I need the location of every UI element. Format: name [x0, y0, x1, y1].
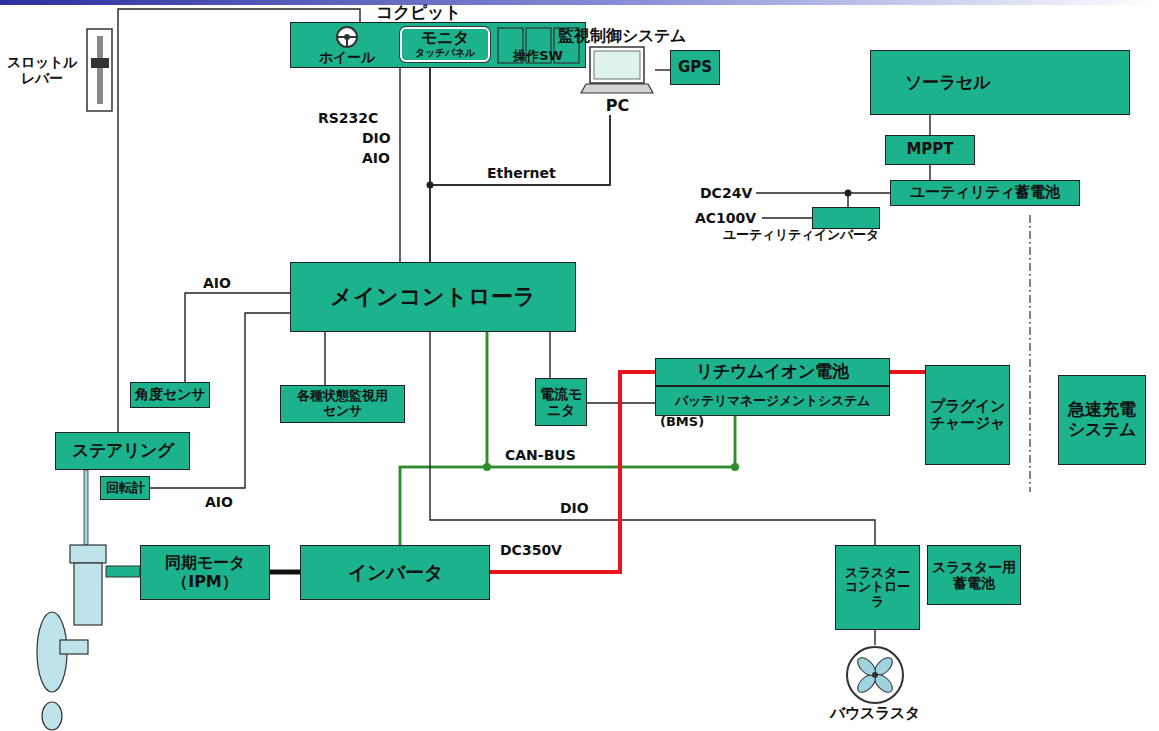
rudder-shaft — [84, 470, 88, 545]
node-text: 操作SW — [513, 49, 563, 64]
node-text: バッテリマネージメントシステム — [675, 394, 870, 409]
node-text: ユーティリティ蓄電池 — [910, 184, 1060, 201]
node-text: 回転計 — [106, 481, 145, 496]
node-text: タッチパネル — [415, 47, 475, 59]
wheel-icon: ホイール — [300, 25, 395, 66]
pod-head — [70, 545, 106, 563]
thruster-controller: スラスターコントローラ — [835, 545, 920, 630]
can-bus-line — [400, 416, 735, 545]
node-text: MPPT — [906, 141, 953, 158]
bus-name: CAN-BUS — [505, 447, 576, 463]
signal-line — [655, 69, 670, 70]
signal-line — [549, 332, 550, 378]
node-text: 電流モニタ — [540, 386, 582, 418]
voltage-label: DC350V — [500, 542, 562, 558]
bus-name: Ethernet — [487, 165, 556, 181]
boundary-line — [1029, 215, 1030, 492]
signal-name: AIO — [362, 150, 390, 166]
power-line — [929, 115, 930, 135]
signal-name: AIO — [203, 275, 231, 291]
signal-name: RS232C — [318, 110, 378, 126]
node-text: ステアリング — [72, 441, 174, 461]
propeller-hub — [60, 640, 88, 654]
node-text: メインコントローラ — [330, 284, 536, 309]
main-controller: メインコントローラ — [290, 262, 576, 332]
node-heading: コクピット — [376, 3, 461, 23]
pod-body — [74, 563, 102, 625]
signal-line — [185, 293, 290, 382]
status-sensor: 各種状態監視用センサ — [280, 385, 405, 423]
node-text: スラスター用蓄電池 — [932, 559, 1016, 591]
drive-shaft — [106, 566, 140, 577]
propeller-blade — [42, 702, 62, 730]
node-text: 急速充電システム — [1068, 400, 1136, 439]
node-text: 角度センサ — [135, 387, 205, 403]
node-text: ホイール — [319, 49, 375, 65]
node-text: リチウムイオン電池 — [696, 362, 849, 382]
node-text: インバータ — [348, 562, 443, 584]
gps-box: GPS — [670, 50, 720, 85]
node-heading: 監視制御システム — [558, 27, 686, 45]
plugin-charger: プラグインチャージャ — [925, 365, 1010, 465]
mppt-box: MPPT — [885, 135, 975, 165]
pc-laptop: PC監視制御システム — [580, 45, 655, 115]
signal-name: DIO — [560, 500, 589, 516]
voltage-label: DC24V — [700, 185, 752, 201]
sync-motor: 同期モータ （IPM） — [140, 545, 270, 600]
node-text: 同期モータ （IPM） — [161, 554, 249, 591]
power-line — [848, 193, 890, 207]
node-text: 各種状態監視用センサ — [297, 389, 388, 419]
node-text: PC — [606, 97, 629, 115]
dio-line — [430, 332, 875, 545]
node-text: GPS — [678, 59, 712, 76]
can-bus-line — [400, 332, 487, 545]
node-heading: (BMS) — [660, 415, 704, 430]
monitor-box: モニタタッチパネル — [400, 27, 490, 62]
steering-link — [118, 9, 360, 432]
dc-power-line — [890, 370, 925, 374]
node-heading: バウスラスタ — [830, 705, 920, 722]
dc-power-line — [490, 372, 655, 572]
signal-name: AIO — [205, 494, 233, 510]
inverter-box: インバータ — [300, 545, 490, 600]
thruster-battery: スラスター用蓄電池 — [927, 545, 1021, 605]
signal-line — [324, 332, 325, 385]
node-heading: ユーティリティインバータ — [723, 228, 879, 243]
cockpit-box: コクピットホイールモニタタッチパネル操作SW — [290, 22, 586, 68]
header-bar — [0, 0, 1159, 5]
signal-line — [399, 68, 400, 262]
bow-thruster-icon — [845, 645, 905, 705]
signal-line — [874, 630, 875, 645]
propeller-unit — [37, 470, 140, 730]
ethernet-line — [430, 62, 610, 186]
node-text: スラスターコントローラ — [840, 566, 915, 609]
node-text: ソーラセル — [905, 73, 990, 93]
node-text: モニタ — [421, 29, 469, 47]
node-text: スロットル レバー — [6, 54, 79, 86]
ac100v-wire — [762, 217, 812, 218]
solar-cell-box: ソーラセル — [870, 50, 1130, 115]
steering-box: ステアリング — [55, 432, 190, 470]
angle-sensor: 角度センサ — [130, 382, 210, 408]
tachometer-box: 回転計 — [100, 476, 150, 500]
power-line — [929, 165, 930, 180]
signal-name: DIO — [362, 130, 391, 146]
utility-battery: ユーティリティ蓄電池 — [890, 180, 1080, 206]
utility-inverter: ユーティリティインバータ — [812, 207, 880, 229]
ethernet-line — [430, 115, 610, 262]
bms-box: バッテリマネージメントシステム(BMS) — [655, 386, 890, 416]
dc24v-wire — [756, 192, 848, 193]
motor-cable — [270, 570, 300, 575]
throttle-lever: スロットル レバー — [6, 28, 114, 112]
rapid-charger: 急速充電システム — [1058, 375, 1146, 465]
current-monitor: 電流モニタ — [535, 378, 587, 426]
lithium-battery: リチウムイオン電池 — [655, 358, 890, 386]
node-text: プラグインチャージャ — [930, 398, 1005, 433]
voltage-label: AC100V — [695, 210, 756, 226]
bow-thruster: バウスラスタ — [845, 645, 905, 705]
